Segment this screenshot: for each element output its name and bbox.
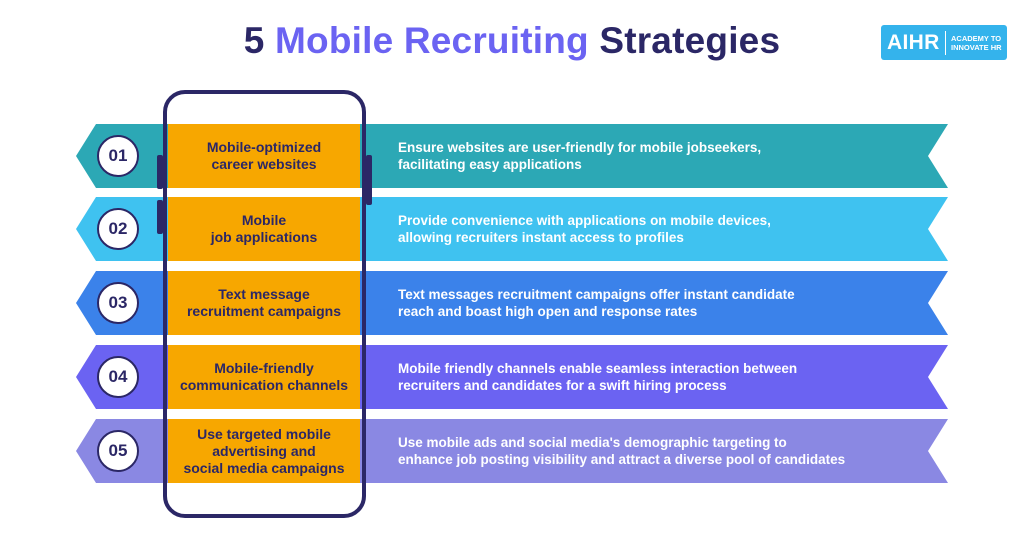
phone-side-button	[157, 155, 163, 189]
strategy-name: Mobile-friendly communication channels	[168, 345, 360, 409]
logo-mark: AIHR	[887, 30, 940, 54]
phone-side-button	[366, 155, 372, 205]
strategy-row: 03 Text message recruitment campaigns Text…	[0, 271, 1024, 335]
strategy-row: 04 Mobile-friendly communication channels…	[0, 345, 1024, 409]
step-number-badge: 04	[97, 356, 139, 398]
strategy-description: Text messages recruitment campaigns offe…	[398, 286, 795, 320]
title-prefix: 5	[243, 20, 265, 61]
strategy-name: Use targeted mobile advertising and soci…	[168, 419, 360, 483]
logo-tagline: ACADEMY TO INNOVATE HR	[951, 33, 1002, 52]
aihr-logo: AIHR ACADEMY TO INNOVATE HR	[881, 25, 1007, 60]
step-number-badge: 02	[97, 208, 139, 250]
strategy-row: 05 Use targeted mobile advertising and so…	[0, 419, 1024, 483]
step-number-badge: 03	[97, 282, 139, 324]
step-number-badge: 05	[97, 430, 139, 472]
strategy-name: Mobile-optimized career websites	[168, 124, 360, 188]
title-accent: Mobile Recruiting	[275, 20, 589, 61]
strategy-description: Ensure websites are user-friendly for mo…	[398, 139, 762, 173]
strategy-description: Mobile friendly channels enable seamless…	[398, 360, 798, 394]
logo-divider	[945, 30, 946, 55]
strategy-row: 02 Mobile job applications Provide conveni…	[0, 197, 1024, 261]
strategy-name: Mobile job applications	[168, 197, 360, 261]
page-title: 5 Mobile Recruiting Strategies	[0, 20, 1024, 62]
title-suffix: Strategies	[599, 20, 781, 61]
strategy-name: Text message recruitment campaigns	[168, 271, 360, 335]
phone-side-button	[157, 200, 163, 234]
strategy-description: Provide convenience with applications on…	[398, 212, 771, 246]
strategy-description: Use mobile ads and social media's demogr…	[398, 434, 846, 468]
strategy-row: 01 Mobile-optimized career websites Ensure…	[0, 124, 1024, 188]
step-number-badge: 01	[97, 135, 139, 177]
